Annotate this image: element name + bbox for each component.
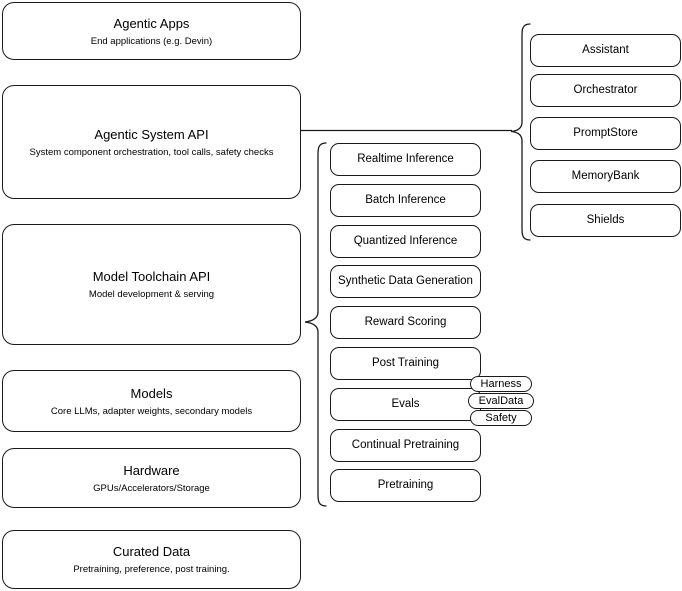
layer-subtitle: GPUs/Accelerators/Storage — [93, 482, 210, 494]
toolchain-component-post-training[interactable]: Post Training — [330, 347, 481, 380]
component-label: Post Training — [371, 357, 440, 369]
layer-models[interactable]: Models Core LLMs, adapter weights, secon… — [2, 370, 301, 432]
layer-hardware[interactable]: Hardware GPUs/Accelerators/Storage — [2, 448, 301, 508]
component-label: MemoryBank — [571, 170, 640, 182]
eval-tag-label: Harness — [480, 378, 522, 390]
layer-curated-data[interactable]: Curated Data Pretraining, preference, po… — [2, 530, 301, 589]
connector-system-api-to-components — [300, 124, 514, 138]
component-label: Orchestrator — [573, 84, 638, 96]
toolchain-component-pretraining[interactable]: Pretraining — [330, 469, 481, 502]
toolchain-component-quantized-inference[interactable]: Quantized Inference — [330, 225, 481, 258]
component-label: Synthetic Data Generation — [338, 275, 473, 287]
eval-tag-evaldata[interactable]: EvalData — [468, 393, 534, 409]
layer-agentic-apps[interactable]: Agentic Apps End applications (e.g. Devi… — [2, 2, 301, 60]
component-label: Reward Scoring — [364, 316, 447, 328]
system-component-memorybank[interactable]: MemoryBank — [530, 160, 681, 193]
component-label: Evals — [391, 398, 420, 410]
layer-subtitle: End applications (e.g. Devin) — [90, 35, 213, 47]
layer-subtitle: Pretraining, preference, post training. — [73, 564, 230, 575]
system-component-shields[interactable]: Shields — [530, 204, 681, 237]
component-label: Assistant — [582, 44, 629, 56]
layer-title: Model Toolchain API — [92, 269, 211, 284]
toolchain-component-evals[interactable]: Evals — [330, 388, 481, 421]
layer-subtitle: System component orchestration, tool cal… — [29, 146, 274, 158]
system-component-promptstore[interactable]: PromptStore — [530, 117, 681, 150]
system-component-assistant[interactable]: Assistant — [530, 34, 681, 67]
layer-title: Hardware — [123, 462, 180, 478]
brace-system-components — [508, 22, 532, 246]
layer-title: Curated Data — [112, 544, 191, 559]
component-label: Batch Inference — [365, 194, 446, 206]
layer-model-toolchain-api[interactable]: Model Toolchain API Model development & … — [2, 224, 301, 345]
component-label: Continual Pretraining — [351, 439, 460, 451]
component-label: Realtime Inference — [357, 153, 454, 165]
eval-tag-label: EvalData — [478, 395, 524, 407]
toolchain-component-reward-scoring[interactable]: Reward Scoring — [330, 306, 481, 339]
toolchain-component-realtime-inference[interactable]: Realtime Inference — [330, 143, 481, 176]
layer-subtitle: Core LLMs, adapter weights, secondary mo… — [50, 405, 253, 417]
eval-tag-safety[interactable]: Safety — [470, 410, 532, 426]
eval-tag-harness[interactable]: Harness — [470, 376, 532, 392]
toolchain-component-synthetic-data-generation[interactable]: Synthetic Data Generation — [330, 265, 481, 298]
layer-title: Agentic System API — [94, 126, 209, 142]
component-label: Pretraining — [377, 479, 434, 491]
toolchain-component-batch-inference[interactable]: Batch Inference — [330, 184, 481, 217]
brace-toolchain-components — [302, 140, 328, 512]
toolchain-component-continual-pretraining[interactable]: Continual Pretraining — [330, 429, 481, 462]
component-label: PromptStore — [573, 127, 638, 139]
layer-title: Agentic Apps — [113, 15, 190, 31]
eval-tag-label: Safety — [485, 412, 517, 424]
system-component-orchestrator[interactable]: Orchestrator — [530, 74, 681, 107]
component-label: Quantized Inference — [353, 235, 458, 247]
layer-title: Models — [130, 385, 173, 401]
component-label: Shields — [586, 214, 625, 226]
layer-subtitle: Model development & serving — [88, 289, 215, 300]
layer-agentic-system-api[interactable]: Agentic System API System component orch… — [2, 85, 301, 199]
